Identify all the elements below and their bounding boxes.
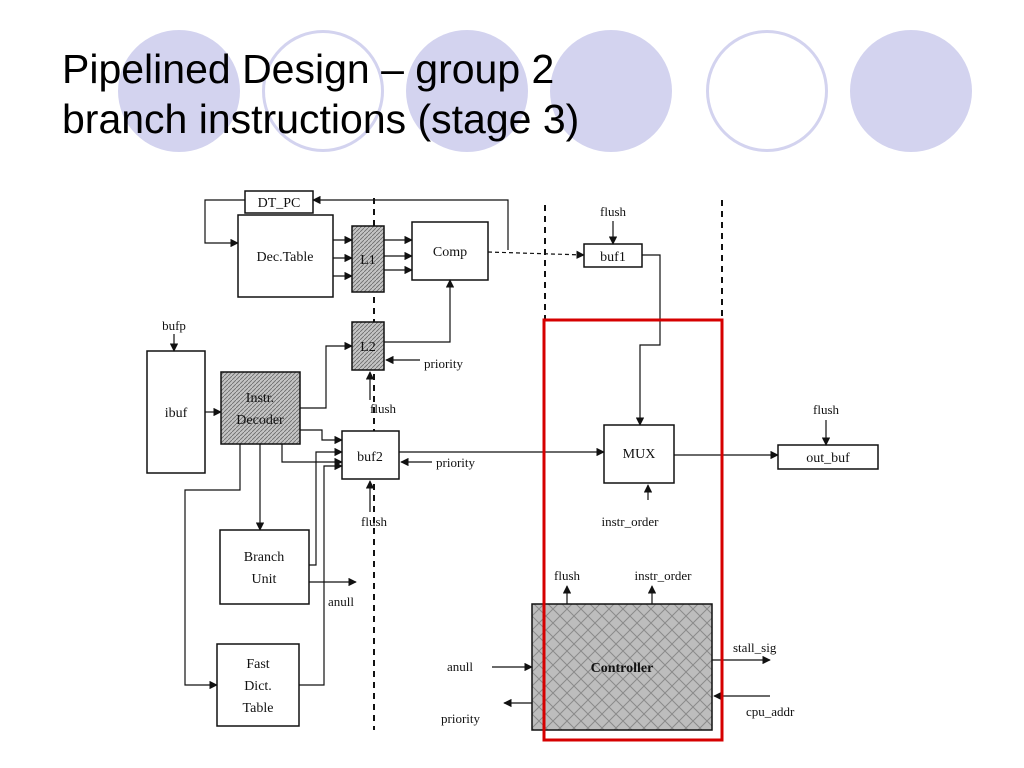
priority-ctrl-label: priority [441,711,480,726]
dec-table-label: Dec.Table [257,250,314,265]
priority-buf2-label: priority [436,455,475,470]
comp-to-buf1 [487,250,585,259]
ibuf-block: ibuf [146,350,206,474]
decoder-to-buf2-a [281,444,343,467]
instr-decoder-label-1: Instr. [246,391,274,406]
priority-l2-label: priority [424,356,463,371]
dt-pc-label: DT_PC [258,196,301,211]
fastdict-to-buf2 [299,461,343,686]
fast-dict-table-block: Fast Dict. Table [216,643,300,727]
flush-buf1-label: flush [600,204,627,219]
controller-label: Controller [591,661,654,676]
flush-l2-label: flush [370,401,397,416]
controller-block: Controller [531,603,713,731]
instr-decoder-label-2: Decoder [236,413,284,428]
l1-latch: L1 [351,225,385,293]
l2-latch: L2 [351,321,385,371]
decor-circle-2 [262,30,384,152]
buf2-label: buf2 [357,450,383,465]
buf2-block: buf2 [341,430,400,480]
decor-circle-1 [118,30,240,152]
instr-order-mux-label: instr_order [601,514,659,529]
buf1-to-mux [635,254,661,426]
dec-table-block: Dec.Table [237,214,334,298]
fast-dict-label-1: Fast [246,657,269,672]
dt-pc-loop-left [204,199,245,248]
comp-label: Comp [433,245,467,260]
fast-dict-label-3: Table [243,701,274,716]
decor-circle-3 [406,30,528,152]
dt-pc-loop-right [312,195,509,250]
l1-label: L1 [360,253,376,268]
buf1-block: buf1 [583,243,643,268]
out-buf-block: out_buf [777,444,879,470]
anull-bu-label: anull [328,594,354,609]
comp-block: Comp [411,221,489,281]
flush-out-label: flush [813,402,840,417]
stage-3-highlight-box [542,318,724,742]
anull-ctrl-label: anull [447,659,473,674]
slide-title: Pipelined Design – group 2 branch instru… [62,44,579,144]
l2-label: L2 [360,340,376,355]
branch-unit-label-2: Unit [252,572,277,587]
decoder-to-buf2-b [300,429,343,445]
title-line-2: branch instructions (stage 3) [62,96,580,142]
cpu-addr-label: cpu_addr [746,704,795,719]
l2-to-comp [384,279,455,343]
out-buf-label: out_buf [806,451,850,466]
flush-buf2-label: flush [361,514,388,529]
branch-to-buf2 [309,447,343,566]
ibuf-label: ibuf [165,406,188,421]
buf1-label: buf1 [600,250,626,265]
mux-label: MUX [623,447,656,462]
bufp-label: bufp [162,318,186,333]
fast-dict-label-2: Dict. [244,679,272,694]
title-line-1: Pipelined Design – group 2 [62,46,555,92]
decor-circle-5 [706,30,828,152]
instr-decoder-block: Instr. Decoder [220,371,301,445]
dt-pc-block: DT_PC [244,190,314,214]
branch-unit-block: Branch Unit [219,529,310,605]
decoder-to-fastdict [184,444,241,690]
decoder-to-l2 [300,341,353,409]
decor-circle-6 [850,30,972,152]
decor-circle-4 [550,30,672,152]
instr-order-ctrl-label: instr_order [634,568,692,583]
mux-block: MUX [603,424,675,484]
stall-sig-label: stall_sig [733,640,777,655]
branch-unit-label-1: Branch [244,550,284,565]
flush-ctrl-label: flush [554,568,581,583]
